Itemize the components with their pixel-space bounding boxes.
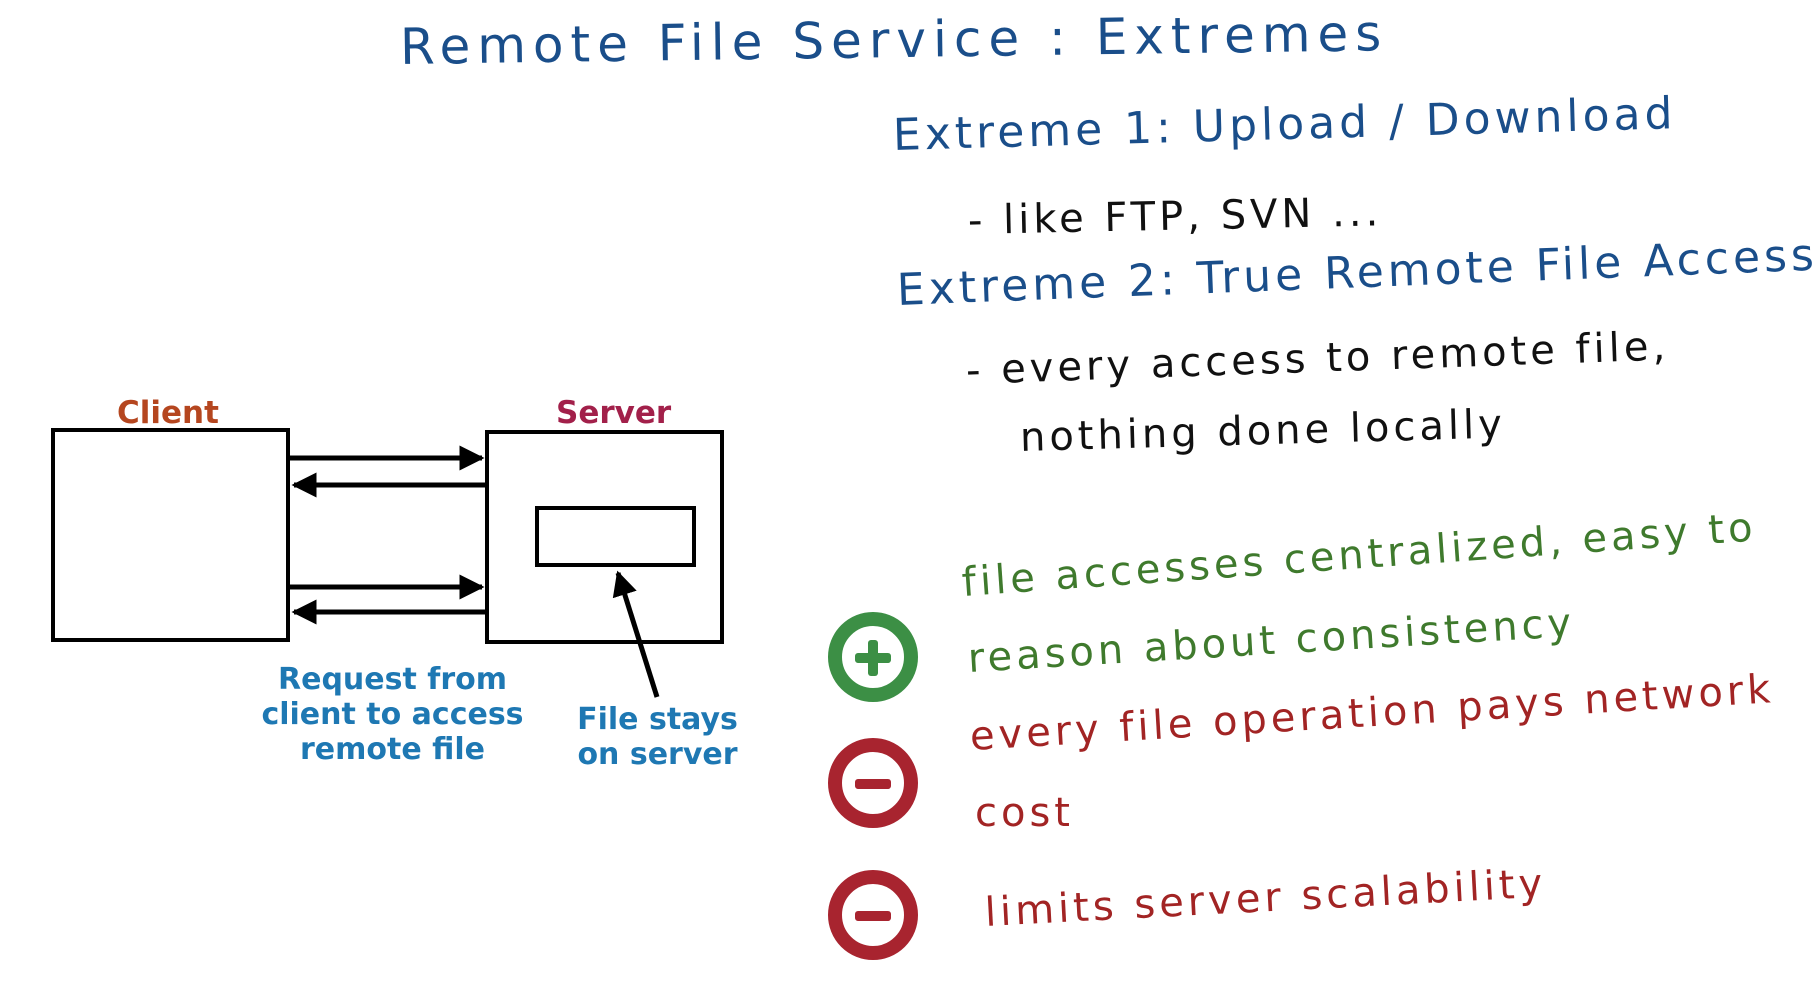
client-box (51, 428, 290, 642)
minus-circle-icon (828, 738, 918, 828)
con-1-line-2: cost (975, 790, 1074, 836)
file-box (535, 506, 696, 567)
minus-circle-icon (828, 870, 918, 960)
file-caption: File stays on server (577, 702, 738, 772)
server-label: Server (556, 395, 672, 431)
plus-circle-icon (828, 612, 918, 702)
request-caption: Request from client to access remote fil… (261, 662, 524, 767)
client-label: Client (117, 395, 219, 431)
file-pointer-arrow (612, 570, 660, 698)
